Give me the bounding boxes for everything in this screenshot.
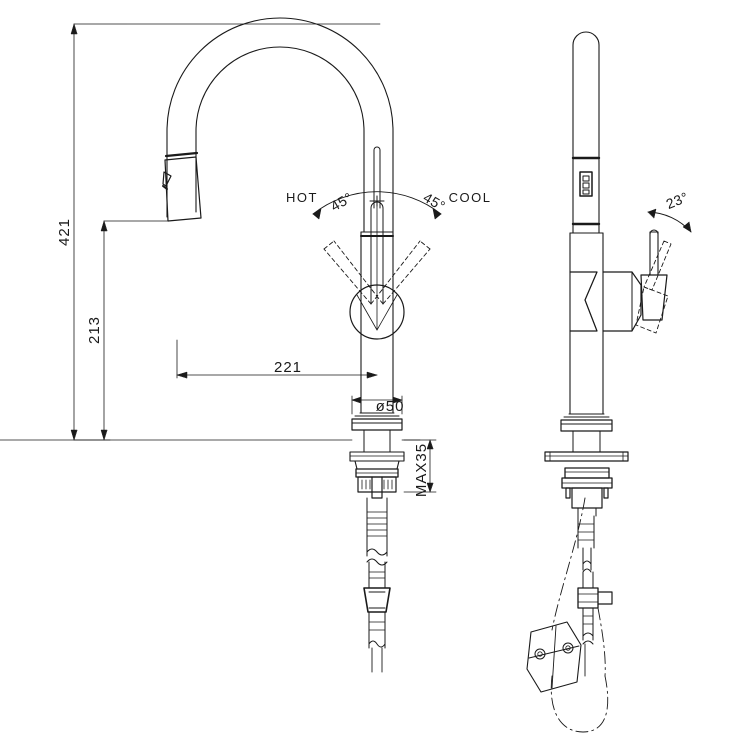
- side-mounting-hardware: [561, 467, 613, 517]
- dim-label-base-diameter: ø50: [376, 398, 405, 415]
- supply-hose-lower: [368, 611, 386, 673]
- supply-hose-mid: [368, 561, 386, 589]
- swing-angle-arc: [312, 191, 442, 220]
- deck-flange: [351, 412, 403, 431]
- label-hot: HOT: [286, 190, 318, 205]
- side-lever-dashed: [635, 240, 672, 334]
- dim-label-max-deck-thickness: MAX35: [413, 443, 430, 497]
- dim-max-deck-thickness: [403, 439, 437, 493]
- dim-label-spout-height: 213: [86, 316, 103, 344]
- side-body-column: [569, 232, 604, 415]
- side-spout-column: [571, 31, 601, 234]
- side-view-group: [526, 31, 692, 733]
- dim-spout-height: [100, 220, 108, 441]
- mounting-hardware: [349, 451, 405, 499]
- gooseneck-spout: [73, 17, 394, 233]
- counterweight-block: [526, 621, 582, 693]
- dim-reach: [176, 339, 378, 379]
- dim-base-diameter: [351, 395, 403, 415]
- hose-path-centerline: [550, 497, 609, 733]
- sprayer-head: [103, 151, 202, 222]
- supply-hose-upper: [366, 497, 388, 566]
- side-mounting-plate: [544, 430, 629, 462]
- handle-pivot-ball: [349, 284, 405, 340]
- hose-connector: [363, 587, 391, 613]
- handle-swing-dashed: [323, 240, 431, 305]
- front-view-group: [0, 17, 442, 673]
- side-angle-indicator: [647, 208, 692, 233]
- dim-label-overall-height: 421: [56, 218, 73, 246]
- side-lever-arm: [640, 229, 668, 321]
- label-cool: COOL: [449, 190, 492, 205]
- side-hose-upper: [577, 515, 595, 573]
- side-handle-hub: [569, 271, 642, 332]
- dim-label-reach: 221: [274, 359, 302, 376]
- side-deck-flange: [560, 413, 613, 432]
- dimension-lines-group: [70, 23, 437, 493]
- angle-label-side: 23°: [664, 189, 691, 212]
- dim-overall-height: [70, 23, 111, 441]
